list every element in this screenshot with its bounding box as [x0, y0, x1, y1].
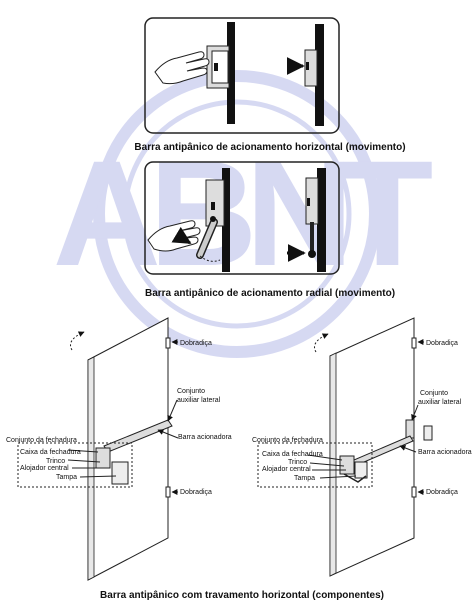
label-dobradica-top: Dobradiça	[426, 340, 458, 347]
open-direction-arrow-icon	[314, 333, 329, 353]
label-trinco: Trinco	[46, 458, 65, 465]
label-conjunto-fech: Conjunto da fechadura	[6, 437, 77, 444]
label-dobradica-bottom: Dobradiça	[426, 489, 458, 496]
door-left	[17, 317, 179, 581]
right-labels: Dobradiça Conjunto auxiliar lateral Barr…	[252, 340, 472, 496]
label-conjunto-aux-2: auxiliar lateral	[177, 397, 221, 404]
label-barra: Barra acionadora	[418, 449, 472, 456]
label-alojador: Alojador central	[262, 466, 311, 473]
hand-icon	[154, 51, 210, 85]
panel-frame	[144, 17, 340, 134]
label-conjunto-aux-2: auxiliar lateral	[418, 399, 462, 406]
panel-frame	[144, 161, 340, 275]
label-conjunto-aux-1: Conjunto	[420, 390, 448, 397]
label-conjunto-aux-1: Conjunto	[177, 388, 205, 395]
label-barra: Barra acionadora	[178, 434, 232, 441]
door-right	[257, 317, 433, 577]
label-trinco: Trinco	[288, 459, 307, 466]
label-caixa: Caixa da fechadura	[262, 451, 323, 458]
label-tampa: Tampa	[294, 475, 315, 482]
arrow-icon	[171, 226, 192, 245]
label-caixa: Caixa da fechadura	[20, 449, 81, 456]
caption-radial: Barra antipânico de acionamento radial (…	[145, 288, 395, 299]
label-alojador: Alojador central	[20, 465, 69, 472]
caption-horizontal: Barra antipânico de acionamento horizont…	[134, 142, 405, 153]
watermark: ABNT	[53, 70, 445, 358]
caption-components: Barra antipânico com travamento horizont…	[100, 590, 384, 601]
open-direction-arrow-icon	[70, 331, 85, 351]
left-labels: Dobradiça Conjunto auxiliar lateral Barr…	[6, 340, 232, 496]
label-tampa: Tampa	[56, 474, 77, 481]
label-conjunto-fech: Conjunto da fechadura	[252, 437, 323, 444]
panel-horizontal	[144, 17, 340, 134]
panel-radial	[144, 161, 340, 275]
label-dobradica-top: Dobradiça	[180, 340, 212, 347]
watermark-text: ABNT	[53, 129, 433, 297]
label-dobradica-bottom: Dobradiça	[180, 489, 212, 496]
